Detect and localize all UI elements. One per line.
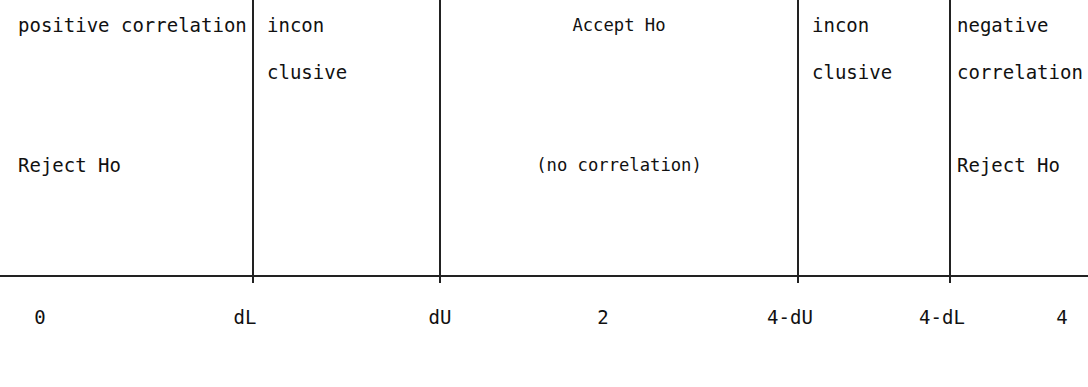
axis-value: 0 — [34, 306, 45, 328]
region-label: negative correlation — [957, 2, 1086, 96]
axis-value: dU — [429, 306, 452, 328]
decision-label: Reject Ho — [957, 153, 1086, 177]
decision-label: (no correlation) — [440, 153, 798, 177]
divider-line — [949, 0, 951, 283]
region-label: incon clusive — [267, 2, 367, 96]
axis-value: 4 — [1056, 306, 1067, 328]
axis-value: 2 — [597, 306, 608, 328]
divider-line — [252, 0, 254, 283]
decision-region: positive correlationReject Ho — [0, 0, 253, 280]
divider-line — [797, 0, 799, 283]
region-label: positive correlation — [18, 2, 248, 49]
decision-label: Reject Ho — [18, 153, 248, 177]
decision-region: negative correlationReject Ho — [950, 0, 1088, 280]
decision-region: incon clusive — [798, 0, 950, 280]
axis-line — [0, 275, 1088, 277]
decision-region: incon clusive — [253, 0, 440, 280]
axis-value: 4-dU — [767, 306, 813, 328]
divider-line — [439, 0, 441, 283]
axis-value: 4-dL — [919, 306, 965, 328]
region-label: incon clusive — [812, 2, 912, 96]
region-label: Accept Ho — [440, 2, 798, 49]
decision-region: Accept Ho (no correlation) — [440, 0, 798, 280]
axis-value: dL — [234, 306, 257, 328]
